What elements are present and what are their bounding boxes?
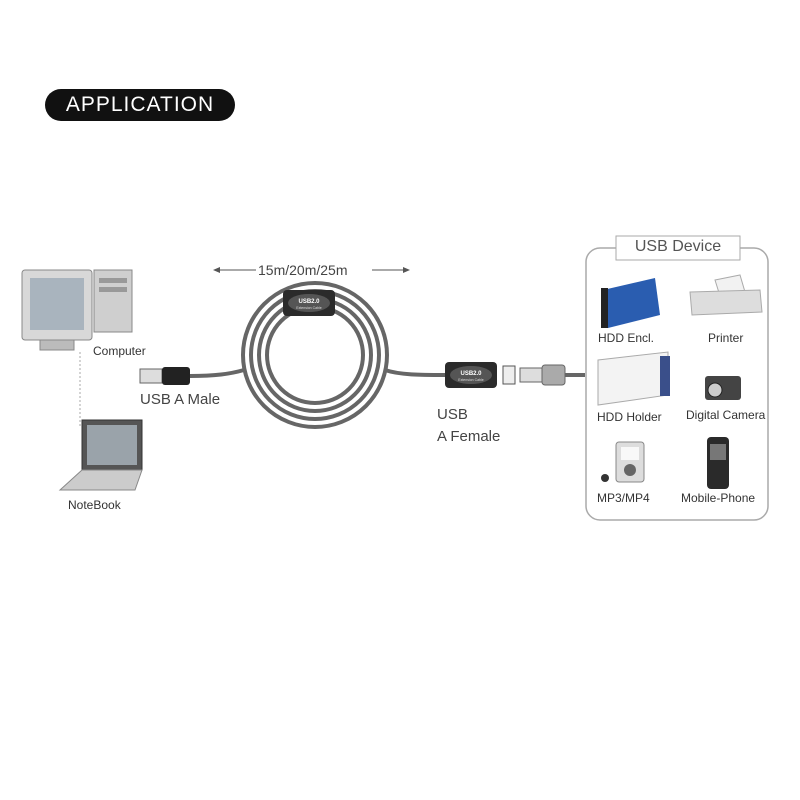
printer-icon <box>689 274 763 316</box>
signal-booster-box-top: USB2.0 Extension Cable <box>283 290 335 316</box>
computer-icon <box>21 269 133 351</box>
notebook-label: NoteBook <box>68 498 121 512</box>
usb-a-female-box: USB2.0 Extension Cable <box>445 362 516 388</box>
svg-text:Extension Cable: Extension Cable <box>458 378 484 382</box>
device-label-mobile-phone: Mobile-Phone <box>681 491 756 505</box>
device-label-digital-camera: Digital Camera <box>686 408 766 422</box>
device-label-hdd-encl: HDD Encl. <box>598 331 655 345</box>
device-usb-plug <box>519 364 566 386</box>
usb-device-title: USB Device <box>634 238 722 255</box>
usb-a-female-label-line1: USB <box>437 406 468 423</box>
svg-text:USB2.0: USB2.0 <box>298 299 320 305</box>
length-arrow <box>213 267 410 273</box>
digital-camera-icon <box>705 376 741 400</box>
notebook-icon <box>58 419 143 491</box>
cable-length-label: 15m/20m/25m <box>258 262 348 278</box>
svg-text:USB2.0: USB2.0 <box>460 371 482 377</box>
svg-text:Extension Cable: Extension Cable <box>296 306 322 310</box>
usb-a-female-label-line2: A Female <box>437 428 501 445</box>
hdd-enclosure-icon <box>601 278 660 328</box>
mobile-phone-icon <box>707 437 729 489</box>
usb-a-male-plug <box>139 367 190 385</box>
device-label-printer: Printer <box>708 331 744 345</box>
mp3-player-icon <box>601 441 645 483</box>
usb-extension-cable <box>189 281 585 429</box>
device-label-mp3-mp4: MP3/MP4 <box>597 491 650 505</box>
application-heading: APPLICATION <box>45 89 235 121</box>
usb-a-male-label: USB A Male <box>140 391 221 408</box>
hdd-holder-icon <box>597 351 670 406</box>
usb-device-title-box <box>615 235 741 261</box>
computer-label: Computer <box>93 344 146 358</box>
device-label-hdd-holder: HDD Holder <box>597 410 662 424</box>
